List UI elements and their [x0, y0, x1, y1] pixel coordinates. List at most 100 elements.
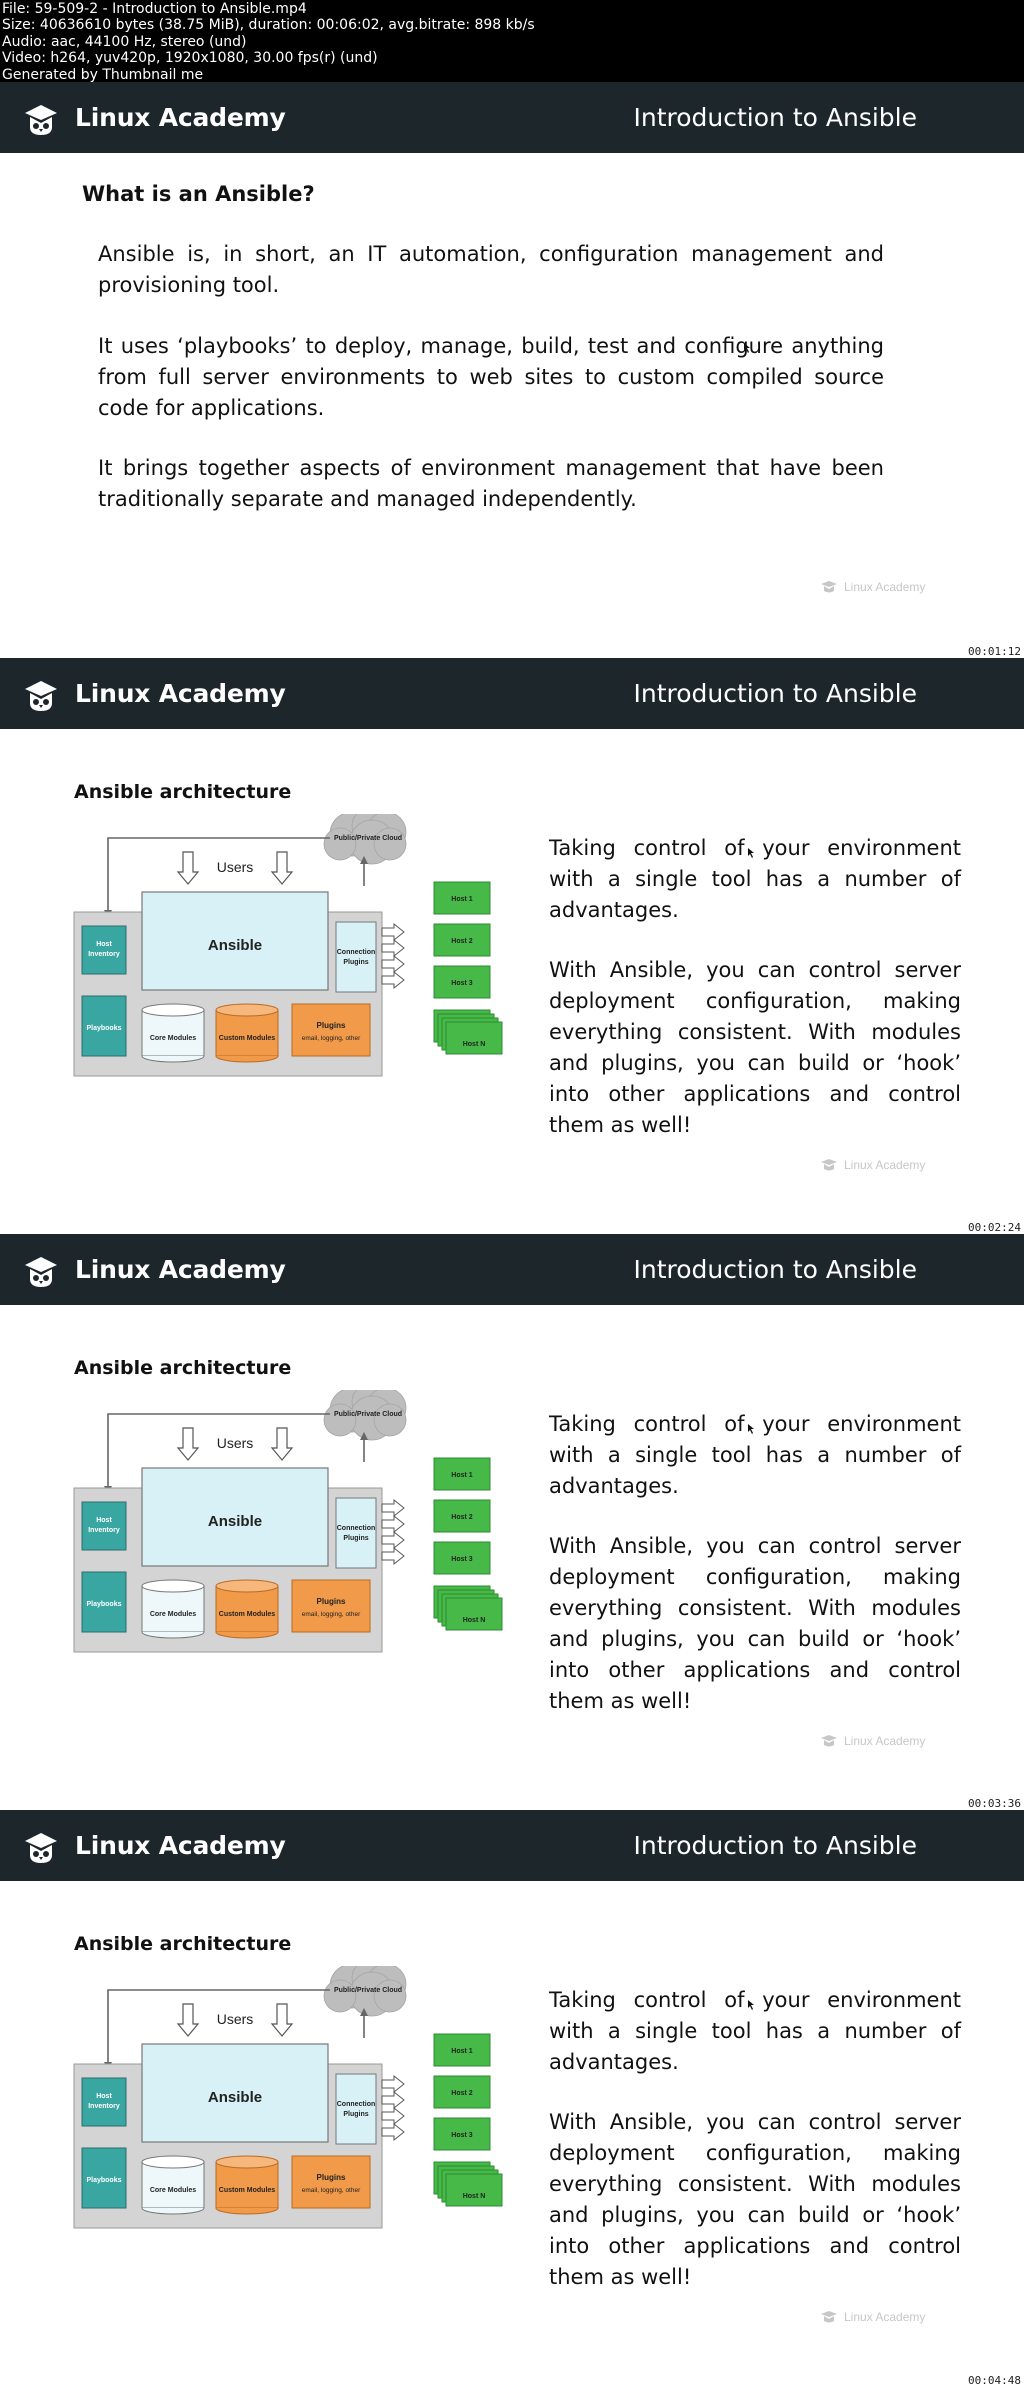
host-n-label: Host N	[463, 1617, 486, 1624]
plugins-box	[291, 2155, 371, 2209]
playbooks-box	[81, 1571, 127, 1633]
host-arrow	[381, 954, 405, 974]
custom-modules-label: Custom Modules	[219, 1035, 275, 1042]
users-arrow-left	[176, 2003, 200, 2037]
playbooks-box	[81, 995, 127, 1057]
info-line-size: Size: 40636610 bytes (38.75 MiB), durati…	[2, 17, 535, 34]
watermark-logo-icon	[821, 1735, 837, 1747]
host-label: Host 2	[451, 938, 473, 945]
connection-plugins-label: Connection	[337, 1525, 376, 1532]
host-inventory-label: Host	[96, 2093, 112, 2100]
cylinder-top	[215, 1579, 279, 1593]
info-line-file: File: 59-509-2 - Introduction to Ansible…	[2, 1, 307, 17]
host-box	[433, 965, 491, 999]
owl-graduation-cap-icon	[25, 1257, 57, 1287]
plugins-label: Plugins	[317, 1597, 346, 1606]
frame-timestamp: 00:03:36	[967, 1797, 1022, 1810]
host-box	[433, 881, 491, 915]
host-arrow	[381, 1546, 405, 1566]
host-box	[433, 923, 491, 957]
ansible-core-label: Ansible	[208, 937, 262, 954]
host-label: Host 3	[451, 1556, 473, 1563]
ansible-core-label: Ansible	[208, 1513, 262, 1530]
watermark-text: Linux Academy	[844, 2310, 926, 2324]
host-box	[433, 1499, 491, 1533]
users-arrow-right	[270, 851, 294, 885]
cloud-puff	[373, 1403, 407, 1437]
playbooks-box	[81, 2147, 127, 2209]
slide-title: Introduction to Ansible	[633, 103, 918, 132]
slide-header: Linux Academy Introduction to Ansible	[0, 1810, 1024, 1881]
host-label: Host 1	[451, 2048, 473, 2055]
host-label: Host 1	[451, 1472, 473, 1479]
plugins-box	[291, 1003, 371, 1057]
video-frame-3: Linux Academy Introduction to Ansible An…	[0, 1234, 1024, 1810]
watermark: Linux Academy	[820, 2310, 925, 2324]
playbooks-label: Playbooks	[86, 1025, 121, 1032]
frame-timestamp: 00:01:12	[967, 645, 1022, 658]
mouse-cursor-icon	[748, 2000, 754, 2010]
arrowhead	[360, 856, 368, 864]
plugins-label: Plugins	[317, 1021, 346, 1030]
playbooks-label: Playbooks	[86, 1601, 121, 1608]
architecture-diagram-svg: Public/Private CloudUsersAnsibleHostInve…	[73, 1383, 503, 1653]
info-line-audio: Audio: aac, 44100 Hz, stereo (und)	[2, 33, 247, 50]
host-label: Host 2	[451, 2090, 473, 2097]
host-label: Host 1	[451, 896, 473, 903]
watermark: Linux Academy	[820, 580, 925, 594]
slide-paragraph: With Ansible, you can control server dep…	[549, 2110, 961, 2289]
slide-paragraph: Taking control of your environment with …	[549, 1412, 961, 1498]
info-line-video: Video: h264, yuv420p, 1920x1080, 30.00 f…	[2, 50, 378, 67]
arrowhead	[360, 1432, 368, 1440]
watermark-text: Linux Academy	[844, 580, 926, 594]
cylinder-bottom	[141, 1631, 205, 1639]
brand-name: Linux Academy	[75, 1830, 286, 1860]
slide-heading: Ansible architecture	[74, 1933, 292, 1955]
core-modules-label: Core Modules	[150, 2187, 196, 2194]
owl-graduation-cap-icon	[25, 681, 57, 711]
users-label: Users	[217, 2011, 254, 2027]
core-modules-label: Core Modules	[150, 1611, 196, 1618]
slide-paragraph: It uses ‘playbooks’ to deploy, manage, b…	[98, 334, 884, 420]
brand: Linux Academy	[19, 1823, 286, 1867]
cloud-puff	[323, 1403, 357, 1437]
video-frame-4: Linux Academy Introduction to Ansible An…	[0, 1810, 1024, 2387]
connection-plugins-label: Plugins	[343, 959, 368, 966]
brand-name: Linux Academy	[75, 1254, 286, 1284]
cylinder-top	[141, 2155, 205, 2169]
host-arrow	[381, 1514, 405, 1534]
slide-header: Linux Academy Introduction to Ansible	[0, 1234, 1024, 1305]
cloud-shape	[323, 1959, 407, 2017]
host-box	[433, 2033, 491, 2067]
connection-plugins-label: Connection	[337, 2101, 376, 2108]
custom-modules-cylinder	[215, 1585, 279, 1633]
brand-name: Linux Academy	[75, 678, 286, 708]
cylinder-bottom	[141, 1055, 205, 1063]
slide-paragraph: It brings together aspects of environmen…	[98, 456, 884, 511]
cloud-puff	[323, 1979, 357, 2013]
slide-paragraph: Ansible is, in short, an IT automation, …	[98, 242, 884, 297]
users-label: Users	[217, 859, 254, 875]
host-inventory-label: Inventory	[88, 1527, 120, 1534]
watermark-text: Linux Academy	[844, 1158, 926, 1172]
watermark-text: Linux Academy	[844, 1734, 926, 1748]
brand: Linux Academy	[19, 95, 286, 139]
cloud-to-inventory-line	[107, 1413, 330, 1498]
host-arrow	[381, 2106, 405, 2126]
host-arrow	[381, 1498, 405, 1518]
slide-title: Introduction to Ansible	[633, 1831, 918, 1860]
host-box	[433, 2117, 491, 2151]
host-arrow	[381, 2074, 405, 2094]
slide-heading: What is an Ansible?	[82, 182, 315, 206]
architecture-diagram-svg: Public/Private CloudUsersAnsibleHostInve…	[73, 807, 503, 1077]
cylinder-bottom	[215, 2207, 279, 2215]
frame-timestamp: 00:02:24	[967, 1221, 1022, 1234]
host-inventory-box	[81, 2077, 127, 2127]
host-label: Host 3	[451, 980, 473, 987]
architecture-diagram-svg: Public/Private CloudUsersAnsibleHostInve…	[73, 1959, 503, 2229]
host-box	[433, 1457, 491, 1491]
plugins-sub-label: email, logging, other	[302, 1611, 361, 1618]
